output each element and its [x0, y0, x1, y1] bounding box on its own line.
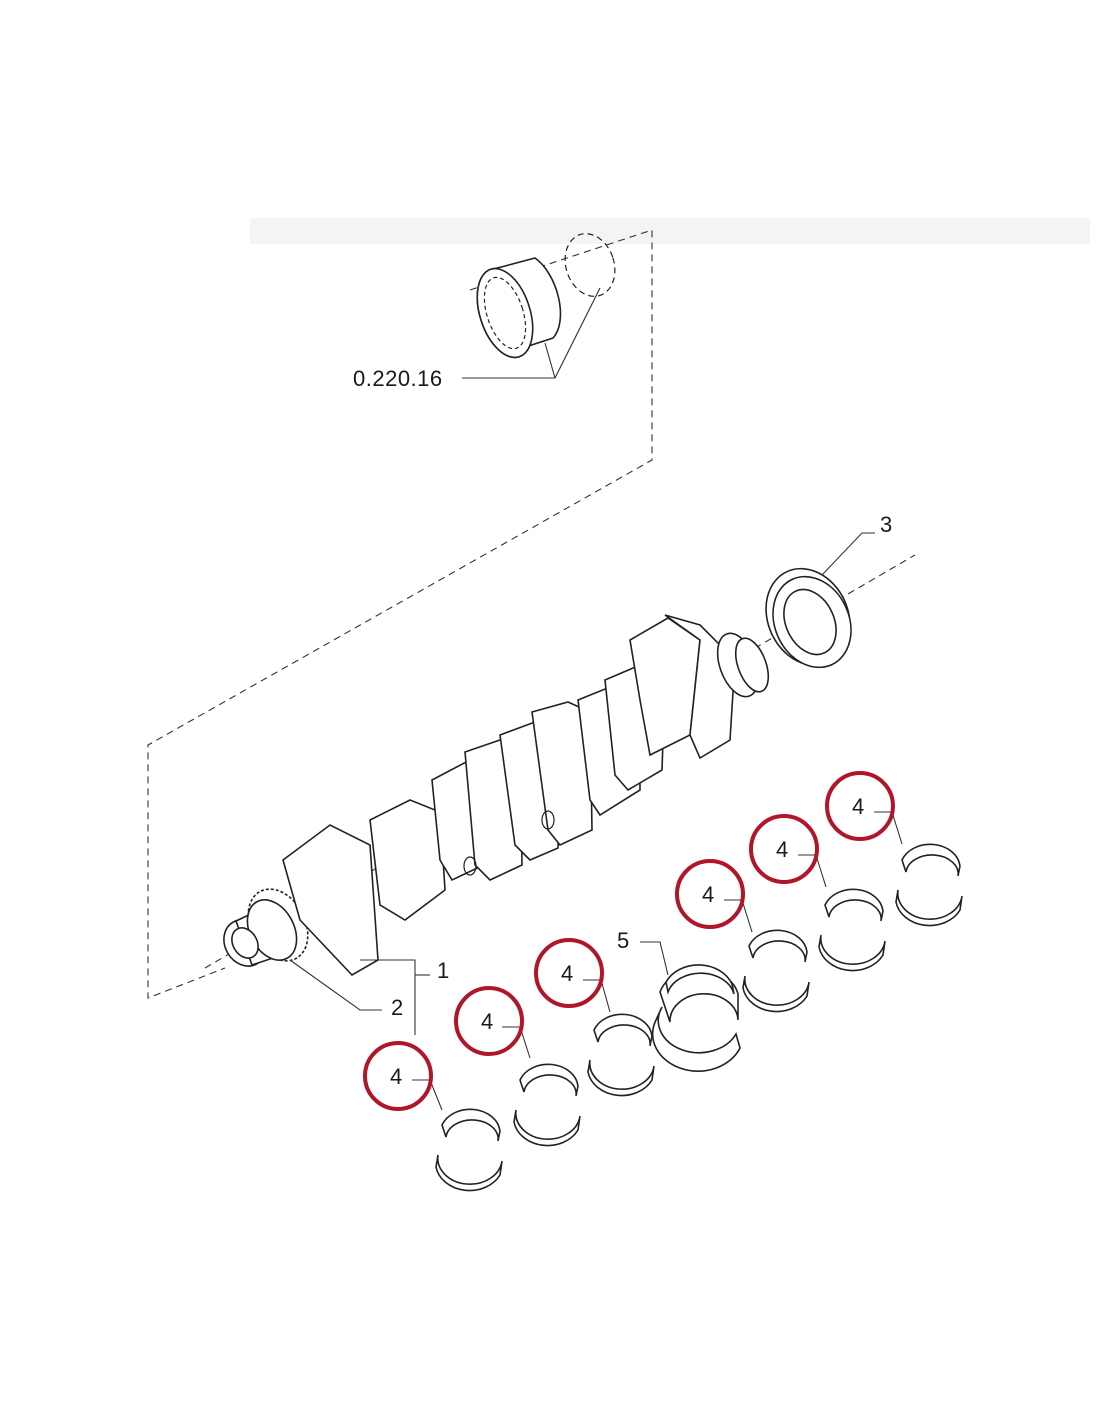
- bearing-shell[interactable]: [435, 1108, 503, 1192]
- rear-seal[interactable]: [751, 555, 866, 680]
- gear-leader: [289, 959, 382, 1011]
- callout-bearing-6: 4: [852, 794, 864, 819]
- bearing-callout[interactable]: 4: [825, 771, 903, 845]
- bearing-shell[interactable]: [742, 929, 810, 1013]
- highlight-ring: [749, 814, 819, 884]
- bearing-callout[interactable]: 4: [454, 986, 531, 1059]
- highlight-ring: [534, 938, 604, 1008]
- bearing-shell[interactable]: [587, 1013, 655, 1097]
- bushing-assembly[interactable]: [467, 227, 623, 364]
- bearing-callout[interactable]: 4: [675, 859, 753, 933]
- callout-bearing-2: 4: [481, 1009, 493, 1034]
- callout-seal: 3: [880, 512, 892, 537]
- bearing-callout[interactable]: 4: [534, 938, 611, 1013]
- bearing-shell[interactable]: [513, 1063, 581, 1147]
- bearing-callout[interactable]: 4: [749, 814, 827, 888]
- reference-label: 0.220.16: [353, 366, 443, 391]
- faded-header-strip: [250, 218, 1090, 244]
- reference-frame: [147, 229, 653, 999]
- highlight-ring: [363, 1041, 433, 1111]
- highlight-ring: [454, 986, 524, 1056]
- callout-bearing-4: 4: [702, 882, 714, 907]
- bearing-callout[interactable]: 4: [363, 1041, 443, 1111]
- crankshaft[interactable]: [216, 614, 775, 977]
- o-ring: [564, 233, 616, 297]
- callout-crankshaft: 1: [437, 958, 449, 983]
- highlight-ring: [675, 859, 745, 929]
- timing-gear: [246, 888, 309, 962]
- thrust-bearing-leader: [640, 941, 669, 976]
- bearing-shells: [435, 843, 963, 1192]
- bearing-shell[interactable]: [895, 843, 963, 927]
- highlight-ring: [825, 771, 895, 841]
- bearing-shell[interactable]: [818, 888, 886, 972]
- bearing-callouts: 4 4 4 4 4 4: [363, 771, 903, 1111]
- seal-leader: [821, 532, 875, 576]
- callout-bearing-3: 4: [561, 961, 573, 986]
- callout-gear: 2: [391, 995, 403, 1020]
- callout-bearing-5: 4: [776, 837, 788, 862]
- crankshaft-leader: [360, 959, 416, 1035]
- callout-bearing-1: 4: [390, 1064, 402, 1089]
- callout-thrust-bearing: 5: [617, 928, 629, 953]
- thrust-bearing[interactable]: [651, 964, 741, 1072]
